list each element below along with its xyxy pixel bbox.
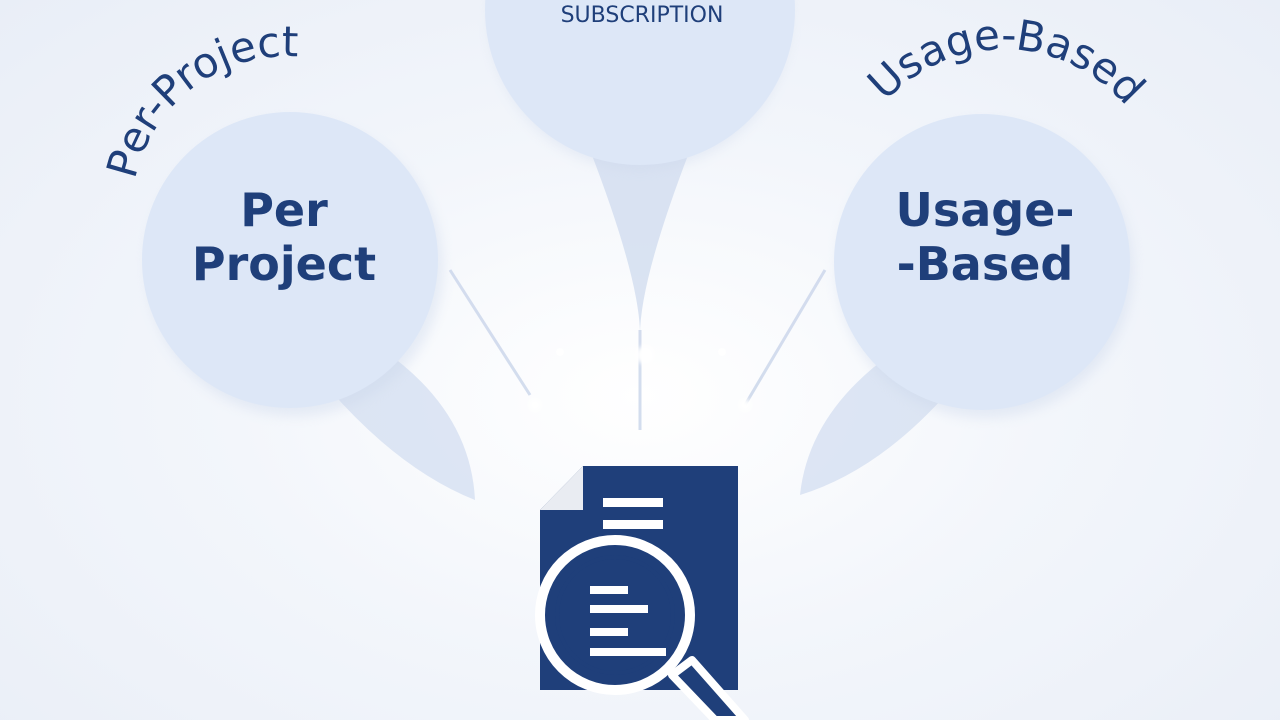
bubble-circle (142, 112, 438, 408)
sparkle-dot (556, 348, 564, 356)
bubble-per-project: Per Project (142, 112, 475, 500)
lens-line (590, 586, 628, 594)
document-fold (540, 466, 583, 510)
magnifier-handle (668, 656, 749, 720)
usage-based-arc-label: Usage-Based (858, 10, 1155, 113)
bubble-circle (834, 114, 1130, 410)
lens-line (590, 628, 628, 636)
per-project-line2: Project (192, 237, 376, 291)
document-line (603, 520, 663, 529)
lens-line (590, 605, 648, 613)
lens-line (590, 648, 666, 656)
sparkle-dot (529, 399, 541, 411)
document-line (603, 498, 663, 507)
connector-right (743, 269, 827, 406)
document-magnifier-icon (535, 466, 749, 720)
sparkle-nodes (529, 346, 751, 411)
connector-lines (448, 269, 827, 430)
bubble-circle (485, 0, 795, 165)
sparkle-dot (739, 399, 751, 411)
usage-based-line1: Usage- (896, 183, 1075, 237)
connector-left (448, 269, 532, 396)
subscription-label: SUBSCRIPTION (561, 3, 724, 28)
sparkle-dot (636, 346, 654, 364)
bubble-tail (590, 150, 690, 335)
sparkle-dot (718, 348, 726, 356)
usage-based-line2: -Based (897, 237, 1074, 291)
usage-based-arc-text: Usage-Based (858, 10, 1155, 113)
per-project-line1: Per (240, 183, 328, 237)
magnifier-lens (555, 555, 675, 675)
bubble-subscription: SUBSCRIPTION (485, 0, 795, 335)
bubble-usage-based: Usage- -Based (800, 114, 1133, 495)
